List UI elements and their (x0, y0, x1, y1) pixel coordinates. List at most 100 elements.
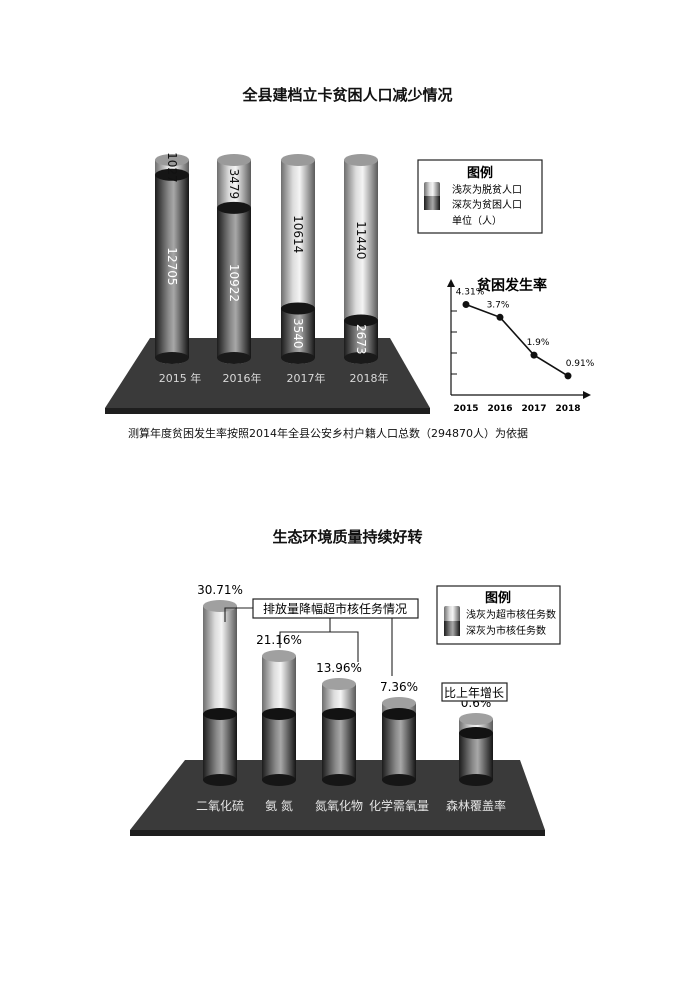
bar2-value-label: 7.36% (380, 680, 418, 694)
bar2-split-cap (322, 708, 356, 720)
bar-split-cap (344, 314, 378, 327)
callout-line-so2 (224, 607, 253, 622)
chart2-title: 生态环境质量持续好转 (272, 528, 423, 546)
legend1-title: 图例 (467, 165, 493, 181)
chart1-bars: 1027 12705 2015 年 3479 10922 2016年 10614 3540 20… (155, 152, 389, 385)
category-label: 2015 年 (159, 371, 202, 385)
bar-label-light: 11440 (354, 221, 368, 259)
bar-base-cap (344, 352, 378, 364)
bar-split-cap (281, 302, 315, 315)
rate-label: 4.31% (456, 287, 485, 297)
bar-label-light: 3479 (227, 169, 241, 200)
bar2-category-label: 森林覆盖率 (446, 798, 506, 813)
chart1-title: 全县建档立卡贫困人口减少情况 (242, 86, 453, 104)
bar2-base-cap (382, 774, 416, 786)
x-tick-label: 2018 (555, 404, 580, 414)
bar2-top-cap (322, 678, 356, 690)
legend2-item-1: 深灰为市核任务数 (466, 624, 546, 637)
legend1-item-0: 浅灰为脱贫人口 (452, 183, 522, 196)
bar-top-cap (344, 154, 378, 166)
x-tick-label: 2016 (487, 404, 512, 414)
bar2-top-cap (459, 713, 493, 725)
bar2-split-cap (382, 708, 416, 720)
bar2-dark-1 (262, 714, 296, 780)
bar2-value-label: 30.71% (197, 583, 243, 597)
rate-label: 3.7% (487, 300, 510, 310)
chart1-platform-edge (105, 408, 430, 414)
bar2-base-cap (322, 774, 356, 786)
bar2-value-label: 13.96% (316, 661, 362, 675)
bar2-light-0 (203, 606, 237, 714)
rate-label: 1.9% (527, 338, 550, 348)
bar2-category-label: 二氧化硫 (196, 798, 244, 813)
bar-dark-2015年 (155, 174, 189, 358)
bar2-light-1 (262, 656, 296, 714)
bar-top-cap (155, 154, 189, 166)
bar-split-cap (155, 168, 189, 181)
bar-label-dark: 2673 (354, 324, 368, 355)
bar-label-dark: 3540 (291, 318, 305, 349)
bar2-base-cap (459, 774, 493, 786)
rate-point (462, 300, 470, 308)
bar2-top-cap (262, 650, 296, 662)
rate-line (465, 303, 569, 377)
annotation-emission: 排放量降幅超市核任务情况 (263, 601, 407, 616)
rate-label: 0.91% (566, 359, 595, 369)
bar2-dark-2 (322, 714, 356, 780)
bar2-split-cap (203, 708, 237, 720)
bar-split-cap (217, 201, 251, 214)
legend1-unit: 单位（人） (452, 214, 502, 227)
callout-line-nox (330, 631, 359, 662)
category-label: 2017年 (287, 371, 326, 385)
annotation-growth: 比上年增长 (444, 686, 504, 700)
annotation-box-growth (441, 682, 508, 702)
legend2-title: 图例 (485, 590, 511, 606)
category-label: 2018年 (350, 371, 389, 385)
bar-base-cap (217, 352, 251, 364)
bar-label-light: 1027 (165, 152, 179, 183)
line-chart-series: 4.31% 2015 3.7% 2016 1.9% 2017 0.91% 2018 (453, 287, 594, 414)
category-label: 2016年 (223, 371, 262, 385)
rate-point (496, 313, 504, 321)
line-chart-y-arrow (447, 279, 455, 287)
bar-top-cap (281, 154, 315, 166)
line-chart-title: 贫困发生率 (477, 277, 547, 294)
line-chart-ticks (451, 310, 457, 375)
bar-base-cap (155, 352, 189, 364)
bar2-dark-0 (203, 714, 237, 780)
x-tick-label: 2015 (453, 404, 478, 414)
bar2-split-cap (459, 727, 493, 739)
bar-dark-2018年 (344, 320, 378, 358)
bar2-value-label: 21.16% (256, 633, 302, 647)
bar2-top-cap (203, 600, 237, 612)
rate-point (530, 351, 538, 359)
bar-label-light: 10614 (291, 215, 305, 253)
bar-dark-2017年 (281, 308, 315, 358)
line-chart-x-arrow (583, 391, 591, 399)
bar-base-cap (281, 352, 315, 364)
bar2-category-label: 化学需氧量 (369, 798, 429, 813)
x-tick-label: 2017 (521, 404, 546, 414)
bar-dark-2016年 (217, 207, 251, 358)
chart2-platform-edge (130, 830, 545, 836)
rate-point (564, 372, 572, 380)
chart1-footnote: 测算年度贫困发生率按照2014年全县公安乡村户籍人口总数（294870人）为依据 (128, 427, 528, 440)
legend1-swatch-dark (424, 196, 440, 210)
bar2-dark-4 (459, 733, 493, 780)
bar2-category-label: 氮氧化物 (315, 798, 363, 813)
bar-top-cap (217, 154, 251, 166)
legend2-item-0: 浅灰为超市核任务数 (466, 608, 556, 621)
bar2-base-cap (203, 774, 237, 786)
bar-label-dark: 12705 (165, 247, 179, 285)
bar2-base-cap (262, 774, 296, 786)
bar2-dark-3 (382, 714, 416, 780)
callout-line-nh (279, 618, 331, 648)
bar2-category-label: 氨 氮 (265, 798, 293, 813)
legend1-item-1: 深灰为贫困人口 (452, 198, 522, 211)
bar2-split-cap (262, 708, 296, 720)
bar2-top-cap (382, 697, 416, 709)
bar-label-dark: 10922 (227, 264, 241, 302)
legend2-swatch-dark (444, 621, 460, 636)
